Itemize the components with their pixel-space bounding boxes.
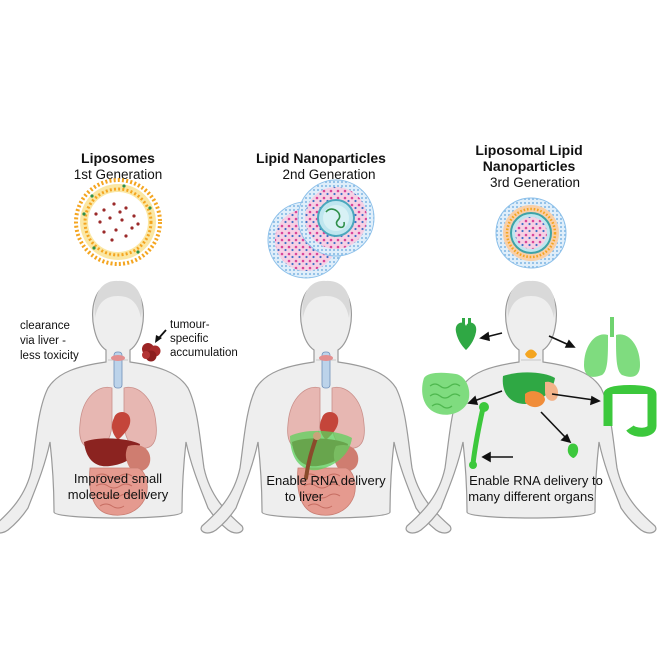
panel-liposomal-lnp: Liposomal Lipid Nanoparticles 3rd Genera…: [405, 142, 657, 534]
panel1-title: Liposomes: [81, 150, 155, 166]
panel-liposomes: Liposomes 1st Generation: [0, 150, 244, 534]
clearance-label-2: via liver -: [20, 335, 66, 347]
human-body-2: [200, 280, 452, 534]
tumour-label-2: specific: [170, 333, 209, 345]
liposome-icon: [74, 178, 162, 266]
tumour-label-3: accumulation: [170, 347, 238, 359]
panel3-caption-1: Enable RNA delivery to: [469, 473, 603, 488]
panel2-subtitle: 2nd Generation: [282, 167, 375, 182]
panel2-caption-2: to liver: [285, 489, 324, 504]
lnp-icon: [267, 179, 375, 279]
panel2-title: Lipid Nanoparticles: [256, 150, 386, 166]
panel3-subtitle: 3rd Generation: [490, 175, 580, 190]
panel-lipid-nanoparticles: Lipid Nanoparticles 2nd Generation Enabl…: [200, 150, 452, 534]
arrow-tumour-icon: [155, 329, 167, 343]
colon-icon: [603, 385, 657, 437]
organ-arrows: [467, 331, 601, 463]
bone-icon: [469, 402, 489, 469]
lungs-icon: [584, 317, 640, 377]
tumour-label-1: tumour-: [170, 319, 210, 331]
clearance-label-1: clearance: [20, 320, 70, 332]
panel1-caption-1: Improved small: [74, 471, 162, 486]
small-organ-icon: [567, 443, 579, 458]
panel1-caption-2: molecule delivery: [68, 487, 169, 502]
panel2-caption-1: Enable RNA delivery: [266, 473, 386, 488]
heart-icon: [455, 318, 477, 350]
panel1-subtitle: 1st Generation: [74, 167, 163, 182]
human-body-3: [405, 280, 657, 534]
llnp-icon: [495, 197, 567, 269]
intestine-icon: [422, 372, 470, 415]
tumour-icon: [142, 343, 161, 362]
panel3-title-1: Liposomal Lipid: [475, 142, 582, 158]
panel3-caption-2: many different organs: [468, 489, 594, 504]
panel3-title-2: Nanoparticles: [483, 158, 576, 174]
clearance-label-3: less toxicity: [20, 350, 79, 362]
femur-icon: [304, 432, 321, 480]
